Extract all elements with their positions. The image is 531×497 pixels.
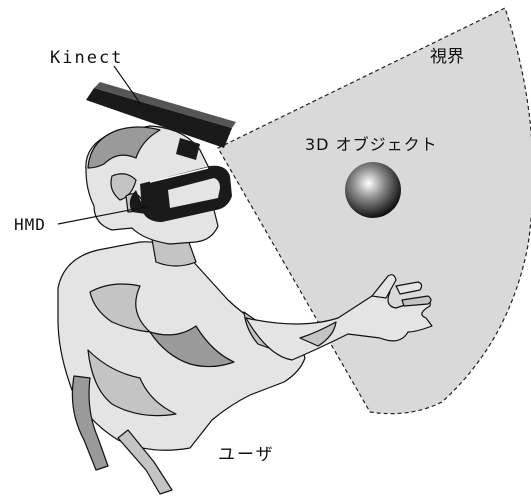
kinect-label: Kinect (50, 48, 123, 68)
kinect-leader-line (113, 65, 143, 107)
field-of-view-label: 視界 (430, 47, 464, 67)
user-label: ユーザ (218, 445, 275, 465)
hmd-label: HMD (14, 215, 46, 234)
hmd-headset-icon (129, 165, 232, 222)
sphere-icon (345, 162, 401, 218)
hmd-leader-line (57, 205, 151, 225)
kinect-sensor-icon (86, 82, 236, 160)
3d-object-label: 3D オブジェクト (305, 135, 438, 154)
